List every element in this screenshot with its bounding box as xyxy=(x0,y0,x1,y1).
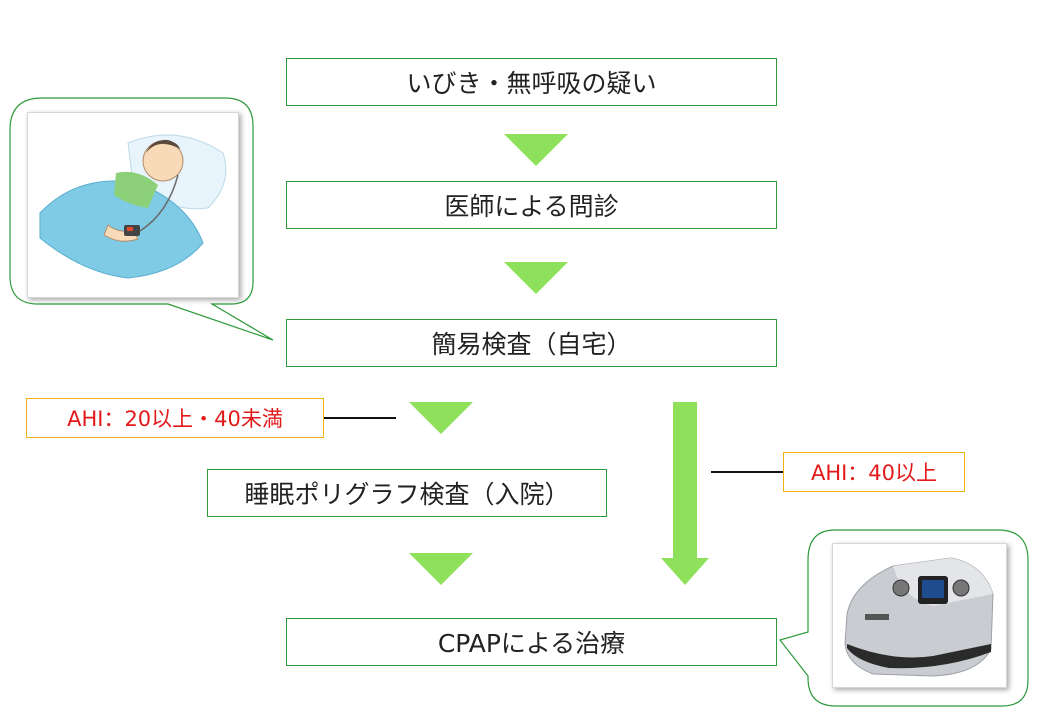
step-snoring-suspicion: いびき・無呼吸の疑い xyxy=(286,58,777,106)
label-ahi-mid: AHI：20以上・40未満 xyxy=(26,398,324,438)
arrow-down-4 xyxy=(409,553,473,585)
label-ahi-high: AHI：40以上 xyxy=(783,452,965,492)
sleeping-patient-icon xyxy=(39,134,227,279)
arrow-bypass-long xyxy=(661,402,709,585)
home-test-image xyxy=(27,112,239,298)
step-cpap-treatment: CPAPによる治療 xyxy=(286,618,777,666)
arrow-down-3 xyxy=(409,402,473,434)
cpap-device-icon xyxy=(844,557,994,677)
connector-line-right xyxy=(711,471,783,473)
step-polysomnography: 睡眠ポリグラフ検査（入院） xyxy=(207,469,607,517)
step-doctor-consultation: 医師による問診 xyxy=(286,181,777,229)
arrow-down-1 xyxy=(504,134,568,166)
cpap-machine-image xyxy=(832,543,1007,688)
step-simple-home-test: 簡易検査（自宅） xyxy=(286,319,777,367)
connector-line-left xyxy=(324,417,396,419)
arrow-down-2 xyxy=(504,262,568,294)
